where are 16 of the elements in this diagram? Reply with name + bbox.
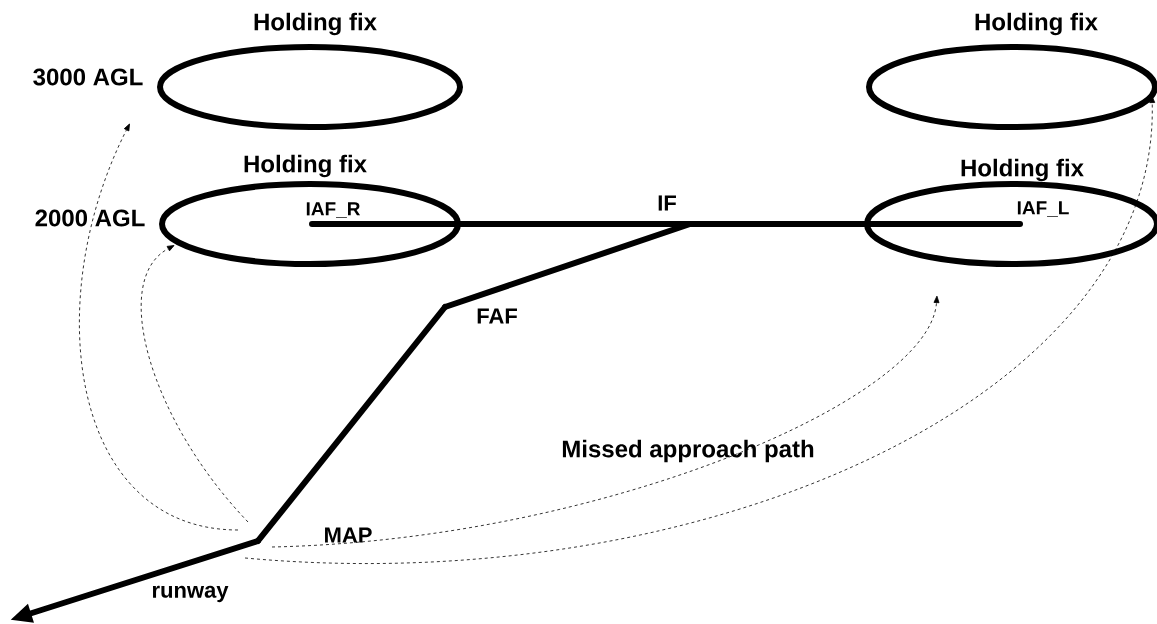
missed-approach-arrow: [271, 295, 940, 548]
edge-label: runway: [150, 584, 230, 604]
missed-approach-arrow: [244, 95, 1156, 564]
missed-approach-arrow: [140, 245, 249, 523]
fix-label: IF: [658, 195, 676, 211]
missed-approach-arrow: [79, 123, 239, 531]
fix-label: FAF: [477, 308, 517, 324]
path-label: Missed approach path: [562, 439, 814, 463]
fix-label: MAP: [325, 527, 372, 543]
altitude-label: 3000 AGL: [33, 68, 143, 86]
fix-label: IAF_L: [1017, 201, 1069, 217]
node-label: Holding fix: [975, 12, 1098, 36]
node-label: Holding fix: [961, 158, 1084, 182]
altitude-label: 2000 AGL: [35, 209, 145, 227]
fix-label: IAF_R: [306, 202, 361, 218]
approach-path: [255, 304, 448, 544]
